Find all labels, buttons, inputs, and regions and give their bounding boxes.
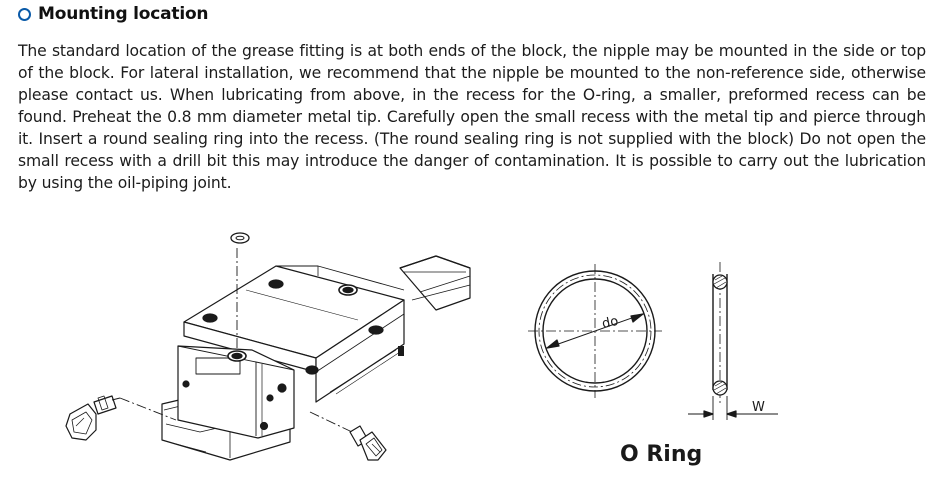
angled-grease-nipple-icon: [65, 395, 121, 441]
section-heading: Mounting location: [18, 3, 209, 25]
section-title: Mounting location: [38, 4, 209, 24]
oring-caption: O Ring: [620, 442, 703, 467]
oring-front-view: [528, 264, 662, 398]
oring-diameter-label: do: [601, 314, 620, 332]
oring-width-label: W: [752, 400, 765, 415]
straight-grease-nipple-icon: [349, 425, 387, 461]
circle-bullet-icon: [18, 7, 31, 21]
linear-guide-drawing: [65, 232, 471, 461]
oring-side-view: [688, 262, 778, 420]
body-paragraph: The standard location of the grease fitt…: [18, 42, 926, 192]
